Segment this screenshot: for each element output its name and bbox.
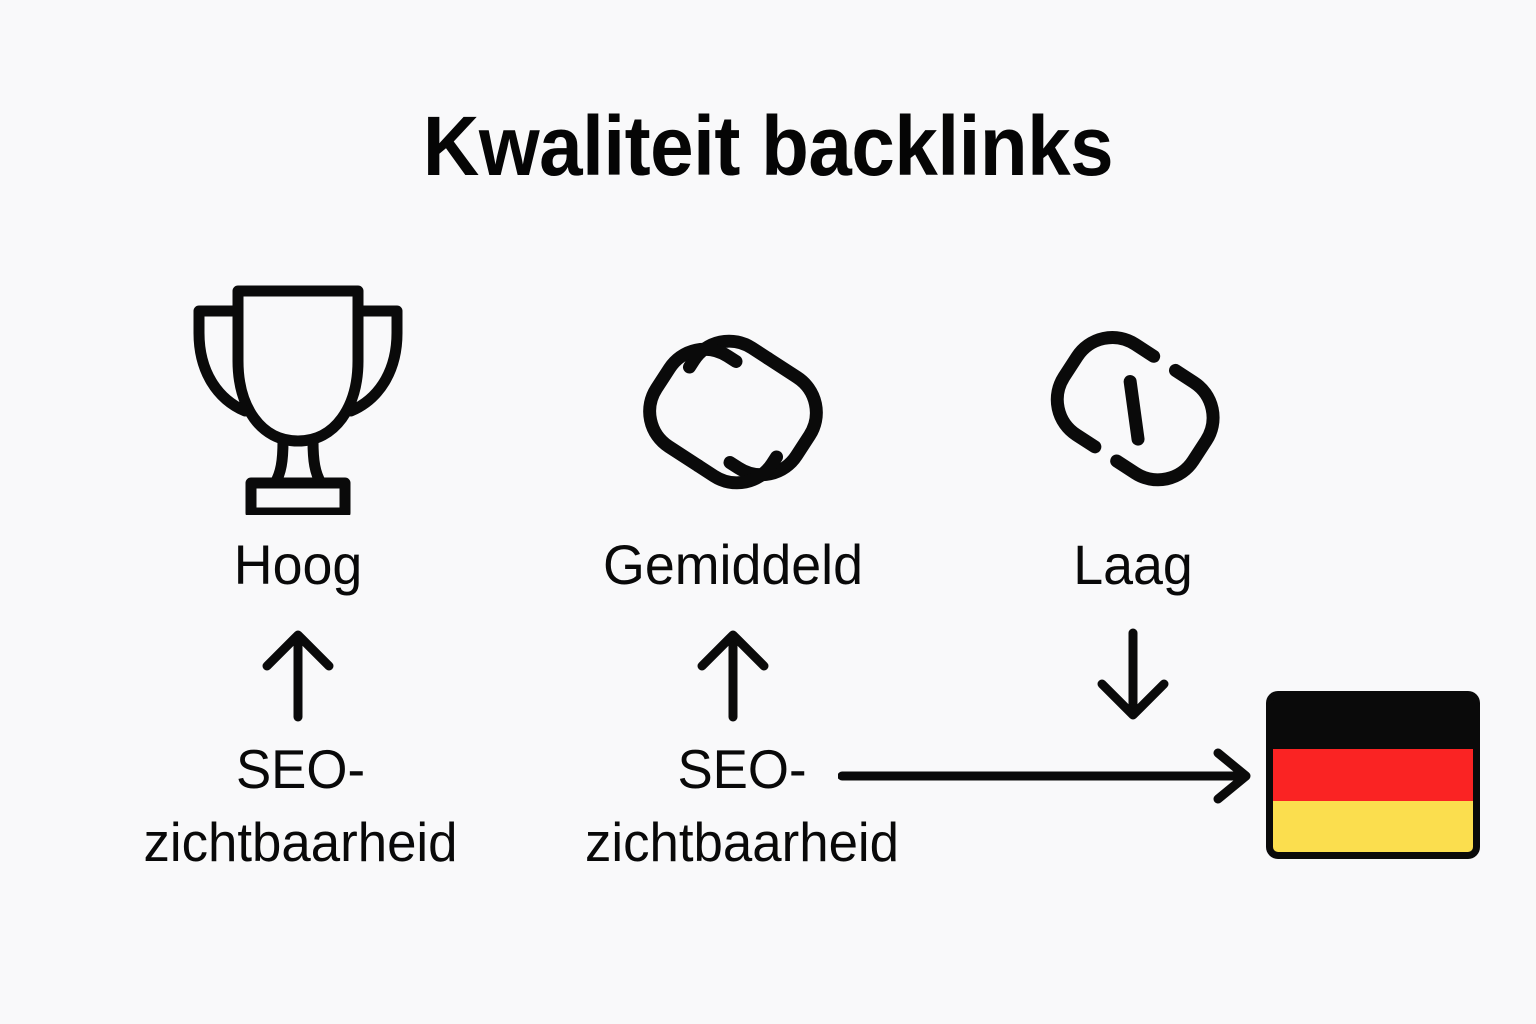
tier-label-laag: Laag xyxy=(1073,533,1193,596)
arrow-down-icon xyxy=(1078,625,1188,725)
flag-band-yellow xyxy=(1273,800,1473,852)
page-title: Kwaliteit backlinks xyxy=(422,99,1114,193)
flag-band-black xyxy=(1273,698,1473,750)
caption-gemiddeld-line2: zichtbaarheid xyxy=(584,810,900,873)
flag-band-red xyxy=(1273,749,1473,801)
tier-label-hoog: Hoog xyxy=(233,533,363,596)
arrow-up-icon xyxy=(678,625,788,725)
caption-hoog-line2: zichtbaarheid xyxy=(143,810,458,873)
german-flag xyxy=(1266,691,1480,859)
caption-hoog-line1: SEO- xyxy=(235,738,366,800)
caption-hoog: SEO- zichtbaarheid xyxy=(97,733,505,878)
broken-link-icon xyxy=(1018,292,1248,532)
caption-gemiddeld-line1: SEO- xyxy=(677,738,807,800)
trophy-icon xyxy=(183,275,413,515)
caption-gemiddeld: SEO- zichtbaarheid xyxy=(537,733,948,878)
tier-label-gemiddeld: Gemiddeld xyxy=(603,533,863,596)
german-flag-bands xyxy=(1273,698,1473,852)
arrow-up-icon xyxy=(243,625,353,725)
chain-link-icon xyxy=(618,292,848,532)
arrow-right-icon xyxy=(838,745,1258,807)
